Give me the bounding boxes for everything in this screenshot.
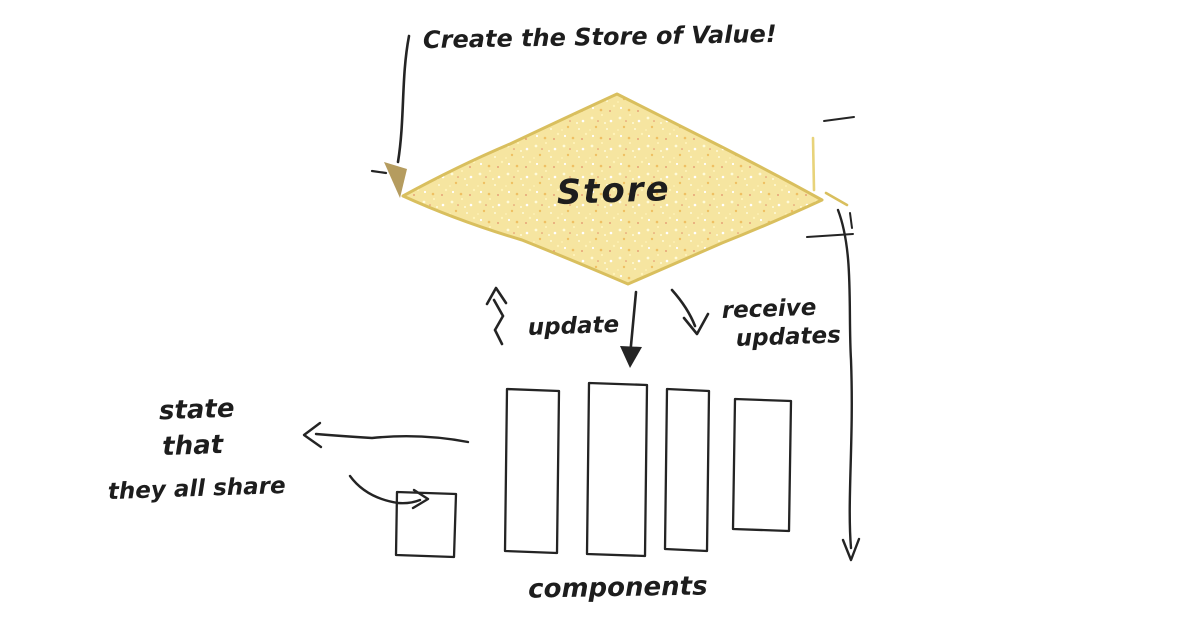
component-box-5: [731, 397, 793, 533]
title-to-store-arrow-shaft: [396, 34, 411, 164]
receive-arrowhead: [682, 312, 710, 336]
receive-arrow-shaft: [670, 288, 697, 328]
store-to-components-right-arrowhead: [841, 537, 861, 562]
update-arrow-label: update: [527, 312, 619, 341]
receive-arrow-label-line1: receive: [721, 295, 817, 324]
component-box-2: [503, 387, 561, 555]
components-to-note-arrowhead: [302, 421, 323, 449]
components-to-note-arrow-shaft: [314, 432, 470, 444]
shared-state-note-line1: state: [158, 394, 235, 427]
components-label: components: [528, 571, 708, 604]
shared-state-note-line2: that: [162, 430, 225, 462]
emphasis-dash-2: [849, 212, 853, 229]
store-to-components-right-arrow-shaft: [836, 208, 853, 550]
component-box-3: [585, 381, 649, 558]
diamond-tip-overshoot-right: [824, 191, 849, 207]
component-box-1: [394, 490, 458, 559]
diamond-tip-stroke-right: [811, 136, 816, 192]
receive-arrow-label-line2: updates: [735, 322, 841, 352]
store-label: Store: [556, 169, 671, 213]
notify-arrow-shaft: [628, 290, 638, 358]
update-arrowhead: [485, 286, 508, 306]
component-box-4: [663, 387, 711, 553]
title-annotation: Create the Store of Value!: [423, 20, 777, 54]
emphasis-dash-1: [823, 116, 855, 122]
note-to-component-arrow-shaft: [348, 474, 422, 505]
notify-arrowhead: [620, 346, 642, 368]
note-to-component-arrowhead: [411, 488, 430, 510]
store-diamond: [401, 92, 824, 286]
title-to-store-arrow-tick: [370, 169, 388, 175]
update-arrow-shaft: [492, 298, 505, 346]
title-to-store-arrowhead: [384, 162, 407, 198]
shared-state-note-line3: they all share: [107, 473, 286, 505]
